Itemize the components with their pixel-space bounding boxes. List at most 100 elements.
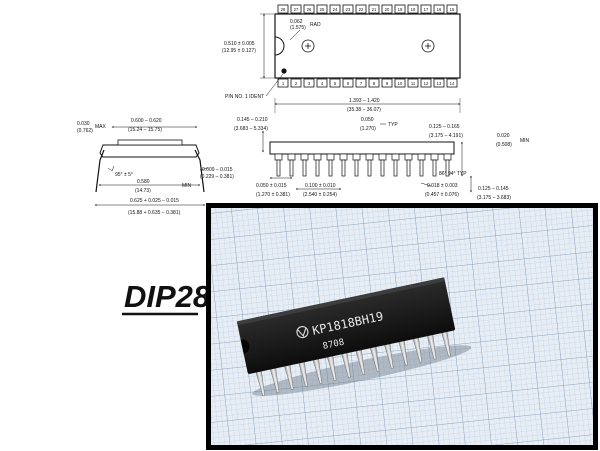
end-view-body <box>99 144 200 158</box>
top-pin-number: 22 <box>359 7 364 12</box>
height-value: 0.145 – 0.210 <box>237 117 268 123</box>
side-angle-label: 86° 94° TYP <box>439 171 467 177</box>
min-label: MIN <box>182 183 192 189</box>
top-pin: 19 <box>394 4 406 14</box>
side-lead <box>313 153 322 177</box>
side-lead <box>274 153 283 177</box>
chip-photo: КР1818ВН19 8708 <box>206 203 598 450</box>
rad-label: RAD <box>310 22 321 28</box>
typ1-metric: (1.270) <box>360 126 376 132</box>
end-view-left-lead <box>95 149 105 193</box>
bottom-pin: 11 <box>407 78 419 88</box>
lead-leader <box>420 182 432 187</box>
shoulder-metric: (1.270 ± 0.381) <box>256 192 290 198</box>
standoff-value: 0.020 <box>497 133 510 139</box>
bottom-pin: 8 <box>368 78 380 88</box>
top-pin: 28 <box>277 4 289 14</box>
lead-metric: (0.457 ± 0.076) <box>425 192 459 198</box>
top-pin-number: 17 <box>424 7 429 12</box>
body-width-value: 0.600 – 0.620 <box>131 118 162 124</box>
side-lead <box>352 153 361 177</box>
top-pin-number: 25 <box>320 7 325 12</box>
top-view-body <box>274 13 461 79</box>
bottom-pin-number: 7 <box>360 81 363 86</box>
bottom-pin-number: 13 <box>437 81 442 86</box>
side-lead <box>287 153 296 177</box>
angle-arc <box>107 165 115 172</box>
tip-value: 0.125 – 0.145 <box>478 186 509 192</box>
top-pin: 23 <box>342 4 354 14</box>
side-lead <box>339 153 348 177</box>
side-lead <box>300 153 309 177</box>
max-metric: (0.762) <box>77 128 93 134</box>
bottom-pin: 4 <box>316 78 328 88</box>
length-value: 1.393 – 1.420 <box>349 98 380 104</box>
side-lead <box>391 153 400 177</box>
top-pin-number: 15 <box>450 7 455 12</box>
notch <box>274 36 285 56</box>
side-lead <box>326 153 335 177</box>
side-lead <box>443 153 452 177</box>
chip-body <box>237 277 456 374</box>
side-lead <box>430 153 439 177</box>
max-value: 0.030 <box>77 121 90 127</box>
end-view-right-lead <box>194 149 205 193</box>
chip: КР1818ВН19 8708 <box>236 277 472 396</box>
side-lead-row <box>274 153 452 177</box>
min-metric: (14.73) <box>135 188 151 194</box>
bottom-pin-number: 12 <box>424 81 429 86</box>
width-value: 0.510 ± 0.005 <box>224 41 255 47</box>
typ-label: TYP <box>388 122 398 128</box>
bottom-pin-number: 11 <box>411 81 416 86</box>
top-pin-number: 26 <box>307 7 312 12</box>
side-view: 0.145 – 0.210 (3.683 – 5.334) 0.050 (1.2… <box>234 117 530 201</box>
side-lead <box>404 153 413 177</box>
bottom-pin: 14 <box>446 78 458 88</box>
body-width-metric: (15.24 – 15.75) <box>128 127 162 133</box>
chip-top-face <box>236 277 445 326</box>
rad-leader <box>289 29 301 41</box>
side-view-body <box>269 141 455 155</box>
top-pin-number: 19 <box>398 7 403 12</box>
bottom-pin: 2 <box>290 78 302 88</box>
top-pin: 15 <box>446 4 458 14</box>
top-pin-number: 21 <box>372 7 377 12</box>
typ1-value: 0.050 <box>361 117 374 123</box>
bottom-pin: 5 <box>329 78 341 88</box>
bottom-pin-number: 10 <box>398 81 403 86</box>
top-pin-number: 24 <box>333 7 338 12</box>
lead-thickness-metric: (0.229 – 0.381) <box>200 174 234 180</box>
top-pin-number: 23 <box>346 7 351 12</box>
bottom-pin-number: 4 <box>321 81 324 86</box>
pin1-ident-label: PIN NO. 1 IDENT <box>225 94 264 100</box>
bottom-pin-number: 5 <box>334 81 337 86</box>
pitch-value: 0.100 ± 0.010 <box>305 183 336 189</box>
bottom-pin: 10 <box>394 78 406 88</box>
bottom-pin: 13 <box>433 78 445 88</box>
bottom-pin-number: 1 <box>282 81 285 86</box>
top-pin-number: 18 <box>411 7 416 12</box>
rad-metric: (1.575) <box>290 25 306 31</box>
end-view: 0.030 MAX (0.762) 0.600 – 0.620 (15.24 –… <box>77 118 234 216</box>
max-label: MAX <box>95 124 107 130</box>
top-pin: 17 <box>420 4 432 14</box>
seat-value: 0.125 – 0.165 <box>429 124 460 130</box>
top-pin: 20 <box>381 4 393 14</box>
lead-thickness-value: 0.009 – 0.015 <box>202 167 233 173</box>
end-angle-label: 95° ± 5° <box>115 172 133 178</box>
chip-date-code: 8708 <box>322 338 345 352</box>
top-pin: 26 <box>303 4 315 14</box>
top-pin: 25 <box>316 4 328 14</box>
bottom-pin-number: 2 <box>295 81 298 86</box>
length-metric: (35.38 – 36.07) <box>347 107 381 113</box>
top-pin: 22 <box>355 4 367 14</box>
pin1-leader <box>265 73 284 97</box>
top-pin: 24 <box>329 4 341 14</box>
rad-value: 0.062 <box>290 19 303 25</box>
seat-metric: (3.175 – 4.191) <box>429 133 463 139</box>
bottom-pin: 9 <box>381 78 393 88</box>
bottom-pin: 12 <box>420 78 432 88</box>
width-metric: (12.95 ± 0.127) <box>222 48 256 54</box>
height-metric: (3.683 – 5.334) <box>234 126 268 132</box>
